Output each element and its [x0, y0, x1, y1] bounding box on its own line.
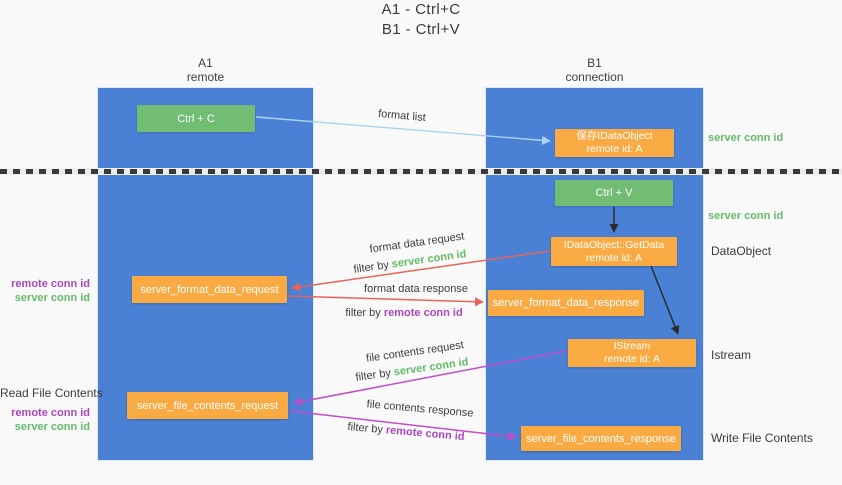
lane-a1-role: remote: [186, 70, 225, 84]
istream-box: IStream remote id: A: [568, 339, 696, 367]
arrow-label-format-data-response: format data response: [364, 283, 468, 295]
lane-a1-name: A1: [198, 56, 213, 70]
server-conn-id-label: server conn id: [14, 292, 90, 304]
lane-b1-name: B1: [587, 56, 602, 70]
server-format-data-response-box: server_format_data_response: [488, 290, 644, 316]
title-line-1: A1 - Ctrl+C: [381, 1, 461, 18]
server-conn-id-annotation-mid: server conn id: [708, 210, 784, 222]
filter-by-text: filter by: [345, 307, 381, 319]
server-file-contents-request-box: server_file_contents_request: [127, 392, 288, 419]
server-file-contents-response-box: server_file_contents_response: [521, 426, 681, 451]
write-file-contents-annotation: Write File Contents: [711, 431, 813, 445]
remote-conn-id-text: remote conn id: [385, 424, 465, 444]
arrow-label-filter-by-remote-conn-id-2: filter by remote conn id: [347, 421, 465, 443]
filter-by-text: filter by: [347, 420, 384, 436]
istream-line1: IStream: [613, 340, 651, 352]
server-conn-id-text: server conn id: [391, 248, 468, 271]
arrow-label-file-contents-response: file contents response: [366, 398, 474, 420]
ctrl-c-box: Ctrl + C: [137, 105, 255, 132]
lane-header-b1: B1 connection: [486, 56, 703, 84]
conn-id-annotation-group-1: remote conn id server conn id: [0, 277, 90, 305]
remote-conn-id-label: remote conn id: [11, 278, 90, 290]
diagram-title: A1 - Ctrl+C B1 - Ctrl+V: [0, 0, 842, 40]
remote-conn-id-label: remote conn id: [11, 407, 90, 419]
istream-line2: remote id: A: [603, 353, 661, 365]
filter-by-text: filter by: [354, 367, 392, 384]
ctrl-v-box: Ctrl + V: [555, 180, 673, 206]
save-idataobject-line1: 保存IDataObject: [576, 130, 653, 142]
phase-divider-dotted-line: [0, 168, 842, 175]
server-conn-id-label: server conn id: [14, 421, 90, 433]
dataobject-annotation: DataObject: [711, 244, 772, 258]
lane-header-a1: A1 remote: [98, 56, 313, 84]
lane-b1-role: connection: [565, 70, 624, 84]
getdata-line2: remote id: A: [585, 251, 643, 264]
istream-annotation: Istream: [711, 348, 752, 362]
title-line-2: B1 - Ctrl+V: [381, 21, 461, 38]
read-file-contents-annotation: Read File Contents: [0, 386, 103, 400]
save-idataobject-box: 保存IDataObject remote id: A: [555, 129, 674, 157]
server-conn-id-annotation-top: server conn id: [708, 132, 784, 144]
getdata-line1: IDataObject::GetData: [563, 238, 665, 251]
remote-conn-id-text: remote conn id: [383, 307, 463, 319]
server-format-data-request-box: server_format_data_request: [132, 276, 287, 303]
filter-by-text: filter by: [352, 259, 390, 276]
arrow-format-data-response: [287, 295, 484, 307]
save-idataobject-line2: remote id: A: [586, 143, 643, 155]
conn-id-annotation-group-2: remote conn id server conn id: [0, 406, 90, 434]
idataobject-getdata-box: IDataObject::GetData remote id: A: [551, 237, 677, 266]
arrow-label-filter-by-remote-conn-id-1: filter by remote conn id: [345, 307, 462, 319]
arrow-label-format-list: format list: [377, 107, 427, 125]
